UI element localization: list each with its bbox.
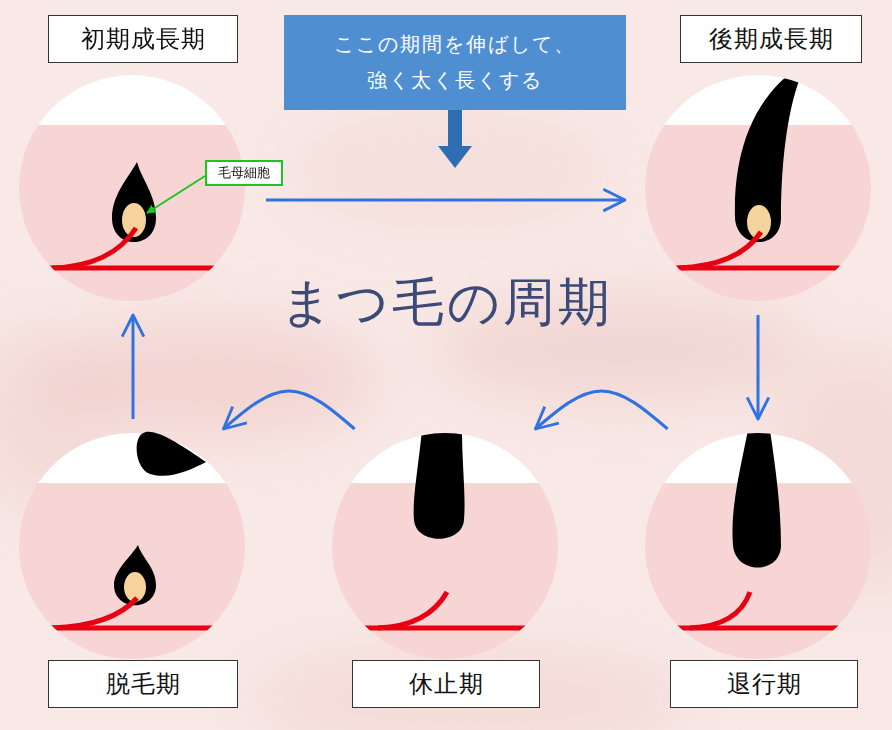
anagen-early-art — [0, 75, 300, 301]
pointer-shaft — [448, 110, 462, 148]
pointer-head — [438, 146, 472, 168]
catagen-art — [600, 430, 892, 659]
wash-blot — [250, 650, 690, 730]
stage-label: 後期成長期 — [680, 15, 862, 63]
blood-vessel — [300, 626, 600, 631]
telogen-art — [300, 430, 600, 659]
note-banner: ここの期間を伸ばして、 強く太く長くする — [284, 15, 626, 110]
stage-circle: 脱毛期 — [20, 433, 246, 708]
shed-hair — [137, 432, 206, 476]
cycle-arrow — [535, 391, 667, 429]
stage-circle: 休止期 — [332, 433, 558, 708]
anagen-late-art — [600, 72, 892, 301]
stage-label: 休止期 — [352, 660, 540, 708]
stage-circle: 退行期 — [645, 433, 871, 708]
leader-line — [147, 176, 205, 213]
cycle-arrow — [757, 315, 760, 419]
skin — [19, 433, 245, 659]
blood-vessel — [0, 266, 300, 271]
callout-box: 毛母細胞 — [205, 160, 283, 186]
blood-vessel — [52, 598, 137, 628]
cycle-arrow — [132, 315, 135, 419]
pointer-arrow — [438, 110, 472, 168]
note-text: ここの期間を伸ばして、 強く太く長くする — [284, 15, 626, 98]
blood-vessel — [690, 592, 750, 628]
stage-label: 脱毛期 — [48, 660, 238, 708]
stage-label: 退行期 — [670, 660, 858, 708]
skin-surface — [19, 433, 245, 483]
eyelash-hair — [732, 430, 781, 568]
cycle-arrow — [223, 391, 354, 429]
diagram-title: まつ毛の周期 — [0, 268, 892, 338]
stage-circle: 初期成長期毛母細胞 — [20, 15, 246, 301]
hair-bulb — [114, 545, 156, 605]
stage-label: 初期成長期 — [48, 15, 238, 63]
skin-surface — [19, 75, 245, 125]
blood-vessel — [0, 626, 300, 631]
blood-vessel — [52, 228, 136, 268]
blood-vessel — [600, 626, 892, 631]
blood-vessel — [600, 266, 892, 271]
blood-vessel — [378, 592, 447, 628]
stage-circle: 後期成長期 — [645, 15, 871, 301]
eyelash-hair — [414, 430, 465, 539]
wash-blot — [290, 110, 610, 230]
blood-vessel — [678, 232, 761, 268]
callout-label: 毛母細胞 — [207, 162, 281, 184]
eyelash-hair — [735, 72, 800, 242]
cycle-arrow — [266, 199, 625, 202]
